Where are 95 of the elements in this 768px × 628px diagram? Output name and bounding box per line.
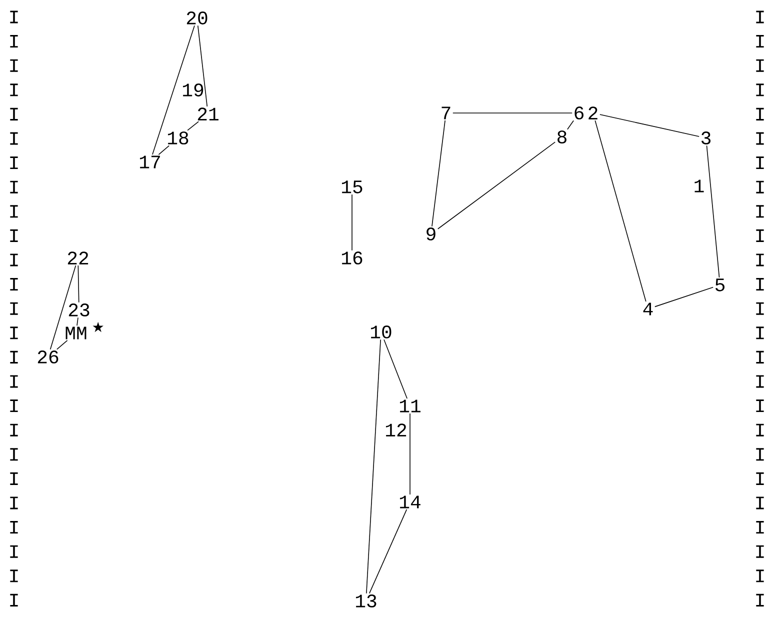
border-mark: I: [10, 108, 18, 120]
number-label: 8: [558, 130, 566, 144]
border-mark: I: [10, 448, 18, 461]
line: [384, 339, 408, 399]
border-mark: I: [756, 10, 764, 24]
border-mark: I: [756, 545, 764, 558]
line: [594, 120, 646, 302]
border-mark: I: [10, 472, 18, 485]
number-label: 23: [68, 304, 90, 316]
number-label: 3: [702, 132, 710, 144]
border-mark: I: [10, 59, 18, 72]
border-mark: I: [10, 350, 18, 364]
number-label: 11: [400, 400, 420, 412]
border-mark: I: [756, 132, 764, 145]
border-mark: I: [756, 180, 764, 194]
line: [158, 145, 170, 155]
border-mark: I: [756, 254, 764, 266]
line: [654, 286, 714, 308]
line: [56, 340, 68, 350]
number-label: 12: [386, 424, 406, 436]
number-label: 6: [574, 106, 584, 120]
border-mark: I: [756, 59, 764, 72]
border-mark: I: [10, 205, 18, 218]
border-mark: I: [10, 132, 18, 145]
line: [187, 121, 199, 131]
border-mark: I: [756, 570, 764, 582]
number-label: 14: [400, 496, 420, 508]
star-mark: ★: [92, 322, 104, 332]
line: [567, 120, 574, 130]
border-mark: I: [756, 278, 764, 291]
border-mark: I: [756, 229, 764, 242]
number-label: 19: [182, 84, 204, 96]
border-mark: I: [756, 472, 764, 485]
number-label: 20: [186, 12, 208, 24]
line: [152, 25, 195, 155]
line: [452, 112, 572, 114]
line: [438, 142, 556, 230]
border-mark: I: [756, 594, 764, 606]
border-mark: I: [10, 400, 18, 412]
border-mark: I: [756, 375, 764, 388]
line: [706, 145, 720, 278]
border-mark: I: [10, 326, 18, 340]
number-label: 18: [168, 132, 188, 144]
line: [76, 317, 78, 326]
number-label: 13: [356, 594, 376, 608]
border-mark: I: [756, 205, 764, 218]
border-mark: I: [756, 326, 764, 340]
number-label: 5: [716, 278, 724, 292]
number-label: 2: [588, 106, 598, 120]
border-mark: I: [10, 594, 18, 606]
border-mark: I: [756, 108, 764, 120]
border-mark: I: [10, 180, 18, 194]
border-mark: I: [756, 156, 764, 170]
border-mark: I: [756, 84, 764, 96]
border-mark: I: [756, 448, 764, 461]
number-label: 1: [694, 180, 704, 192]
border-mark: I: [10, 229, 18, 242]
line: [197, 25, 208, 107]
line: [432, 120, 446, 227]
border-mark: I: [10, 10, 18, 24]
number-label: 17: [140, 156, 160, 168]
number-label: 16: [342, 252, 362, 264]
number-label: MM: [66, 326, 86, 340]
number-label: 7: [442, 106, 450, 120]
border-mark: I: [756, 35, 764, 48]
number-label: 22: [68, 252, 88, 264]
border-mark: I: [10, 375, 18, 388]
line: [366, 339, 381, 594]
number-label: 21: [198, 108, 218, 120]
border-mark: I: [10, 278, 18, 291]
line: [600, 114, 700, 137]
border-mark: I: [10, 545, 18, 558]
border-mark: I: [10, 302, 18, 315]
border-mark: I: [10, 156, 18, 170]
border-mark: I: [756, 350, 764, 364]
border-mark: I: [10, 424, 18, 436]
number-label: 4: [643, 302, 653, 316]
number-label: 15: [342, 180, 362, 194]
border-mark: I: [10, 570, 18, 582]
border-mark: I: [756, 302, 764, 315]
border-mark: I: [756, 496, 764, 510]
line: [50, 265, 76, 350]
border-mark: I: [10, 84, 18, 96]
number-label: 26: [38, 350, 58, 364]
border-mark: I: [10, 521, 18, 534]
number-label: 9: [426, 228, 436, 240]
line: [369, 509, 408, 594]
border-mark: I: [10, 254, 18, 266]
border-mark: I: [10, 35, 18, 48]
number-label: 10: [370, 326, 392, 338]
border-mark: I: [756, 400, 764, 412]
border-mark: I: [10, 496, 18, 510]
border-mark: I: [756, 521, 764, 534]
line: [78, 265, 80, 303]
border-mark: I: [756, 424, 764, 436]
